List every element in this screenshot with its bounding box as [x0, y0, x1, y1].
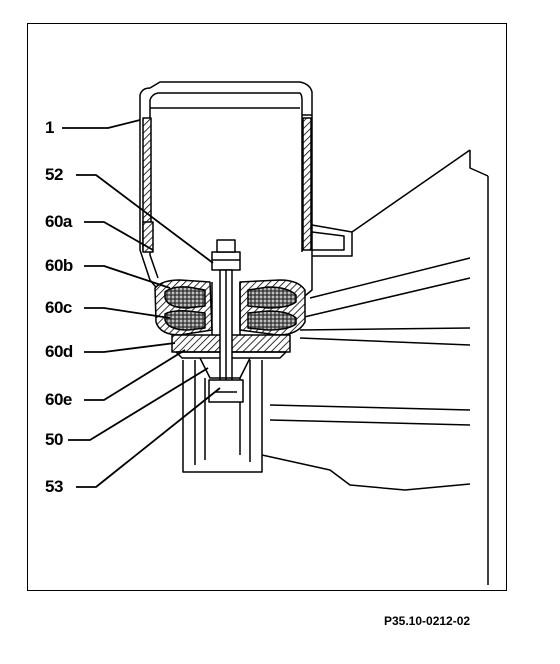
callout-60b: 60b — [45, 256, 73, 275]
rubber-mounts — [154, 279, 306, 336]
callout-60c: 60c — [45, 298, 72, 317]
callout-50: 50 — [45, 430, 63, 449]
spring-cup — [139, 81, 353, 301]
callout-52: 52 — [45, 165, 63, 184]
callout-53: 53 — [45, 477, 63, 496]
callout-60e: 60e — [45, 390, 72, 409]
center-bolt — [199, 239, 251, 403]
body-panel — [261, 149, 489, 585]
leader-lines — [62, 119, 221, 488]
callout-60d: 60d — [45, 342, 73, 361]
callout-1: 1 — [45, 118, 54, 137]
callout-60a: 60a — [45, 212, 72, 231]
figure-reference: P35.10-0212-02 — [384, 614, 471, 628]
